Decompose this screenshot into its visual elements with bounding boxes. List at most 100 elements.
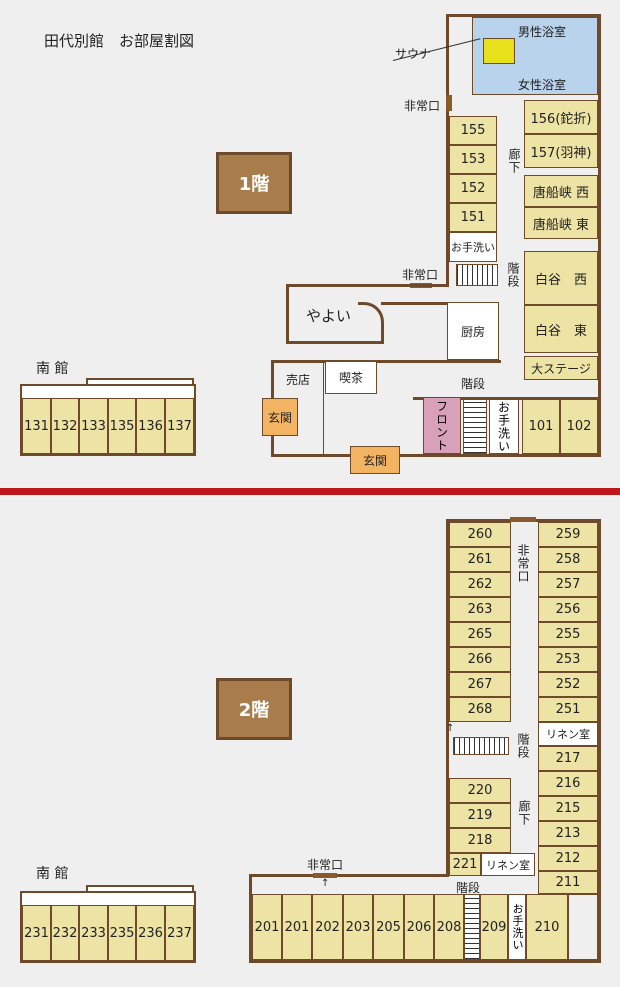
room-233: 233: [79, 905, 108, 961]
wall: [381, 302, 449, 305]
yayoi-label: やよい: [306, 307, 352, 325]
room-218: 218: [449, 828, 511, 853]
room-261: 261: [449, 547, 511, 572]
wall: [446, 519, 449, 876]
room-101: 101: [522, 399, 560, 454]
room-135: 135: [108, 398, 136, 454]
room-262: 262: [449, 572, 511, 597]
room-212: 212: [538, 846, 598, 871]
room-karafune-east: 唐船峡 東: [524, 207, 598, 239]
room-133: 133: [79, 398, 108, 454]
front-desk-label: フロント: [434, 399, 449, 452]
room-265: 265: [449, 622, 511, 647]
room-231: 231: [22, 905, 51, 961]
room-258: 258: [538, 547, 598, 572]
room-221: 221: [449, 853, 481, 876]
south-roof: [86, 378, 194, 385]
south-building-label: 南 館: [36, 866, 69, 882]
room-203: 203: [343, 894, 373, 960]
room-201: 201: [252, 894, 282, 960]
wall: [249, 874, 252, 963]
room-153: 153: [449, 145, 497, 174]
room-251: 251: [538, 697, 598, 722]
toilet-label: お手洗い: [496, 400, 511, 453]
emergency-door: [446, 95, 452, 111]
room-237: 237: [165, 905, 194, 961]
room-263: 263: [449, 597, 511, 622]
room-235: 235: [108, 905, 136, 961]
stairs-icon: [463, 399, 487, 454]
floor-2-badge: 2階: [216, 678, 292, 740]
stairs-icon: [456, 264, 498, 286]
room-152: 152: [449, 174, 497, 203]
room-208: 208: [434, 894, 464, 960]
exit-arrow-icon: ↑: [321, 878, 330, 889]
stairs-label: 階段: [461, 377, 486, 391]
room-132: 132: [51, 398, 79, 454]
entrance-left: 玄関: [262, 398, 298, 436]
shop-label: 売店: [286, 373, 311, 387]
cafe-room: 喫茶: [325, 362, 377, 394]
wall: [413, 397, 601, 400]
room-155: 155: [449, 116, 497, 145]
room-267: 267: [449, 672, 511, 697]
room-209: 209: [480, 894, 508, 960]
room-205: 205: [373, 894, 404, 960]
room-257: 257: [538, 572, 598, 597]
room-202: 202: [312, 894, 343, 960]
room-255: 255: [538, 622, 598, 647]
wall: [598, 519, 601, 963]
page-title: 田代別館 お部屋割図: [44, 32, 195, 50]
wall: [286, 341, 382, 344]
south-roof: [86, 885, 194, 893]
room-karafune-west: 唐船峡 西: [524, 175, 598, 207]
room-136: 136: [136, 398, 165, 454]
room-260: 260: [449, 522, 511, 547]
room-shiratani-west: 白谷 西: [524, 251, 598, 305]
stairs-label: 階段: [506, 262, 520, 288]
room-266: 266: [449, 647, 511, 672]
room-219: 219: [449, 803, 511, 828]
room-137: 137: [165, 398, 194, 454]
wall: [249, 874, 449, 877]
men-bath-label: 男性浴室: [518, 25, 567, 39]
room-201: 201: [282, 894, 312, 960]
corridor-label: 廊下: [517, 800, 531, 826]
corridor-label: 廊下: [507, 148, 521, 174]
room-big-stage: 大ステージ: [524, 356, 598, 380]
room-157: 157(羽神): [524, 134, 598, 168]
annex-space: [568, 894, 598, 960]
sauna-room: [483, 38, 515, 64]
room-253: 253: [538, 647, 598, 672]
room-156: 156(鉈折): [524, 100, 598, 134]
wall: [271, 454, 601, 457]
floor-divider: [0, 488, 620, 495]
toilet-room: お手洗い: [449, 232, 497, 262]
room-215: 215: [538, 796, 598, 821]
exit-label: 非常口: [404, 99, 441, 113]
room-213: 213: [538, 821, 598, 846]
room-102: 102: [560, 399, 598, 454]
wall: [249, 960, 601, 963]
wall: [446, 14, 601, 17]
entrance-bottom: 玄関: [350, 446, 400, 474]
wall: [598, 14, 601, 457]
floor-1-badge: 1階: [216, 152, 292, 214]
room-268: 268: [449, 697, 511, 722]
kitchen-room: 厨房: [447, 302, 499, 360]
room-211: 211: [538, 871, 598, 894]
room-236: 236: [136, 905, 165, 961]
stairs-icon: [464, 894, 480, 960]
toilet-room: お手洗い: [489, 399, 519, 454]
stairs-icon: [453, 737, 509, 755]
wall: [358, 302, 384, 344]
linen-room: リネン室: [538, 722, 598, 746]
emergency-door: [313, 873, 337, 878]
room-shiratani-east: 白谷 東: [524, 305, 598, 353]
room-256: 256: [538, 597, 598, 622]
room-232: 232: [51, 905, 79, 961]
wall: [323, 362, 324, 454]
room-259: 259: [538, 522, 598, 547]
emergency-door: [510, 517, 536, 522]
toilet-room: お手洗い: [508, 894, 526, 960]
